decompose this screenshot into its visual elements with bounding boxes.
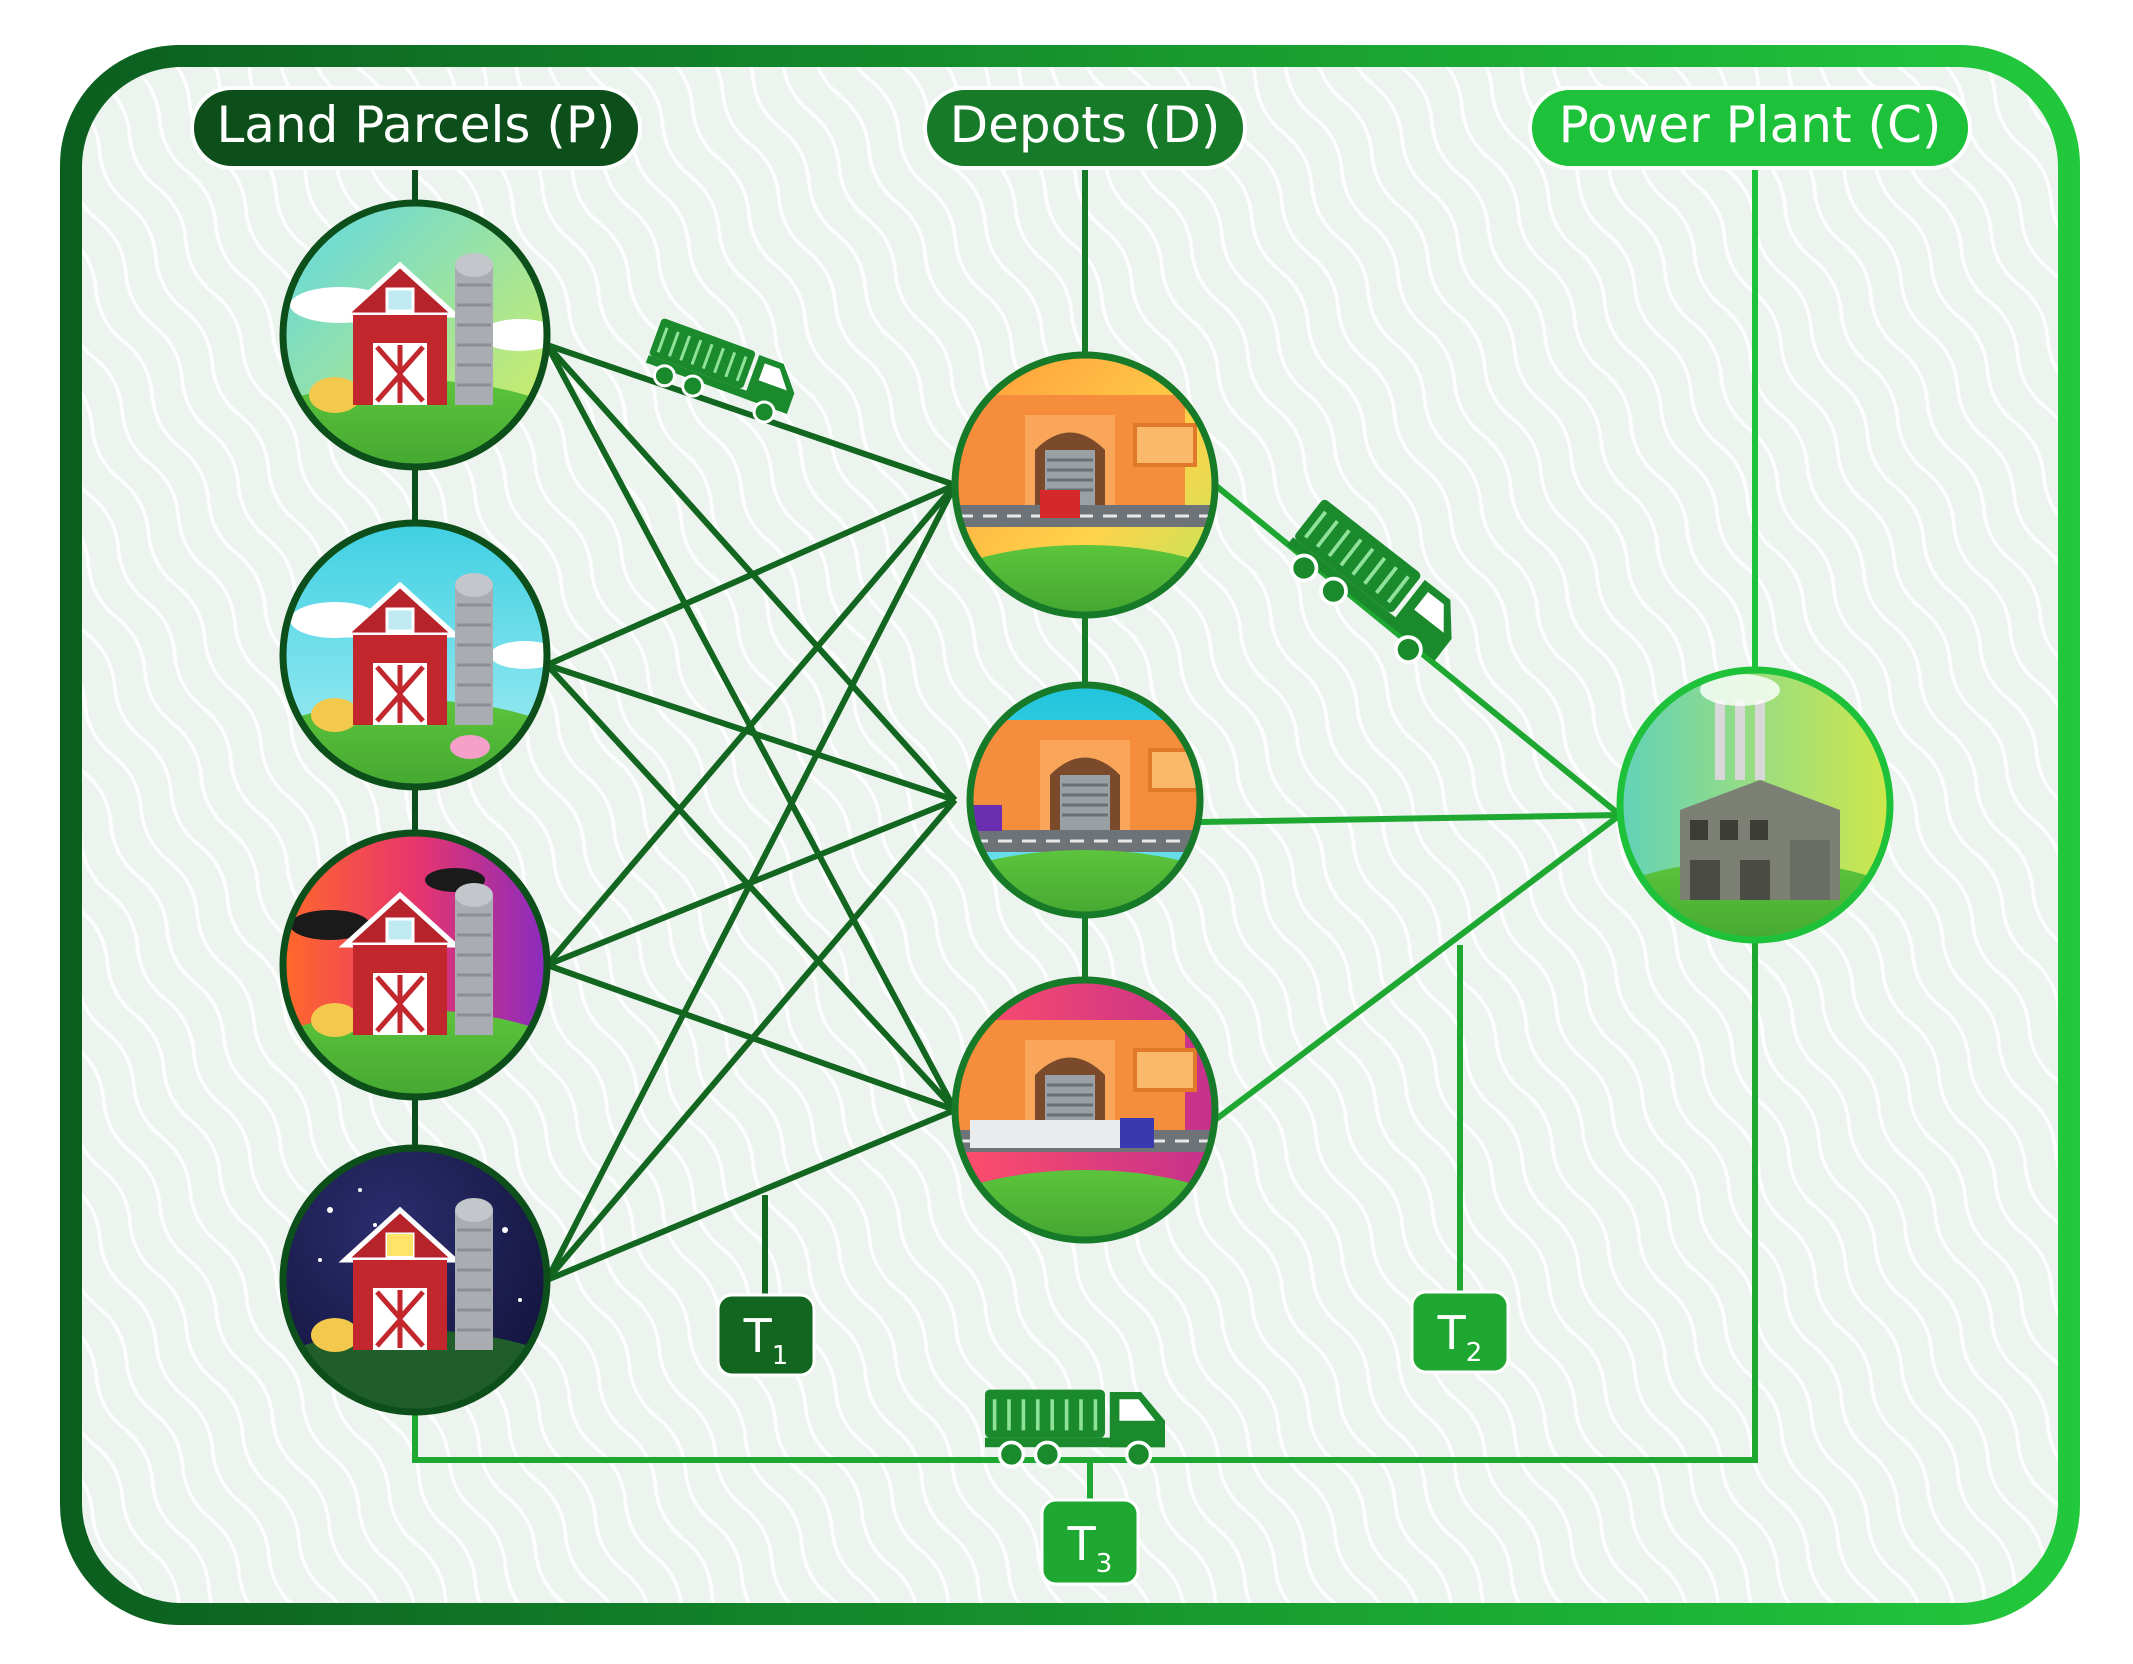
t3-route [412, 940, 1758, 1463]
header-power-plant-label: Power Plant (C) [1559, 96, 1942, 154]
depot-node [951, 351, 1219, 619]
depot-node [951, 976, 1219, 1244]
svg-text:T2: T2 [1437, 1306, 1483, 1368]
transport-label-t2: T2 [1410, 1290, 1510, 1374]
svg-text:T1: T1 [743, 1309, 789, 1371]
t3-sub: 3 [1096, 1549, 1113, 1579]
t3-main: T [1067, 1517, 1097, 1571]
land-parcel-node [279, 829, 551, 1101]
header-power-plant: Power Plant (C) [1528, 86, 1972, 170]
header-depots: Depots (D) [923, 86, 1247, 170]
t1-main: T [743, 1309, 773, 1363]
header-land-parcels-label: Land Parcels (P) [216, 96, 615, 154]
power-plant-icon [1616, 666, 1894, 944]
transport-label-t3: T3 [1040, 1498, 1140, 1586]
land-parcel-node [279, 519, 551, 791]
parcel-3-icon [279, 829, 551, 1101]
column-links [412, 165, 1758, 1150]
parcel-1-icon [279, 199, 551, 471]
edges-parcels-depots [544, 342, 958, 1283]
parcel-2-icon [279, 519, 551, 791]
svg-text:T3: T3 [1067, 1517, 1113, 1579]
header-depots-label: Depots (D) [950, 96, 1221, 154]
header-land-parcels: Land Parcels (P) [190, 86, 642, 170]
depot-1-icon [951, 351, 1219, 619]
depot-2-icon [966, 681, 1204, 919]
t2-sub: 2 [1466, 1338, 1483, 1368]
depot-3-icon [951, 976, 1219, 1244]
transport-label-t1: T1 [716, 1293, 816, 1377]
parcel-4-icon [279, 1144, 551, 1416]
land-parcel-node [279, 199, 551, 471]
t2-main: T [1437, 1306, 1467, 1360]
t1-sub: 1 [772, 1341, 789, 1371]
